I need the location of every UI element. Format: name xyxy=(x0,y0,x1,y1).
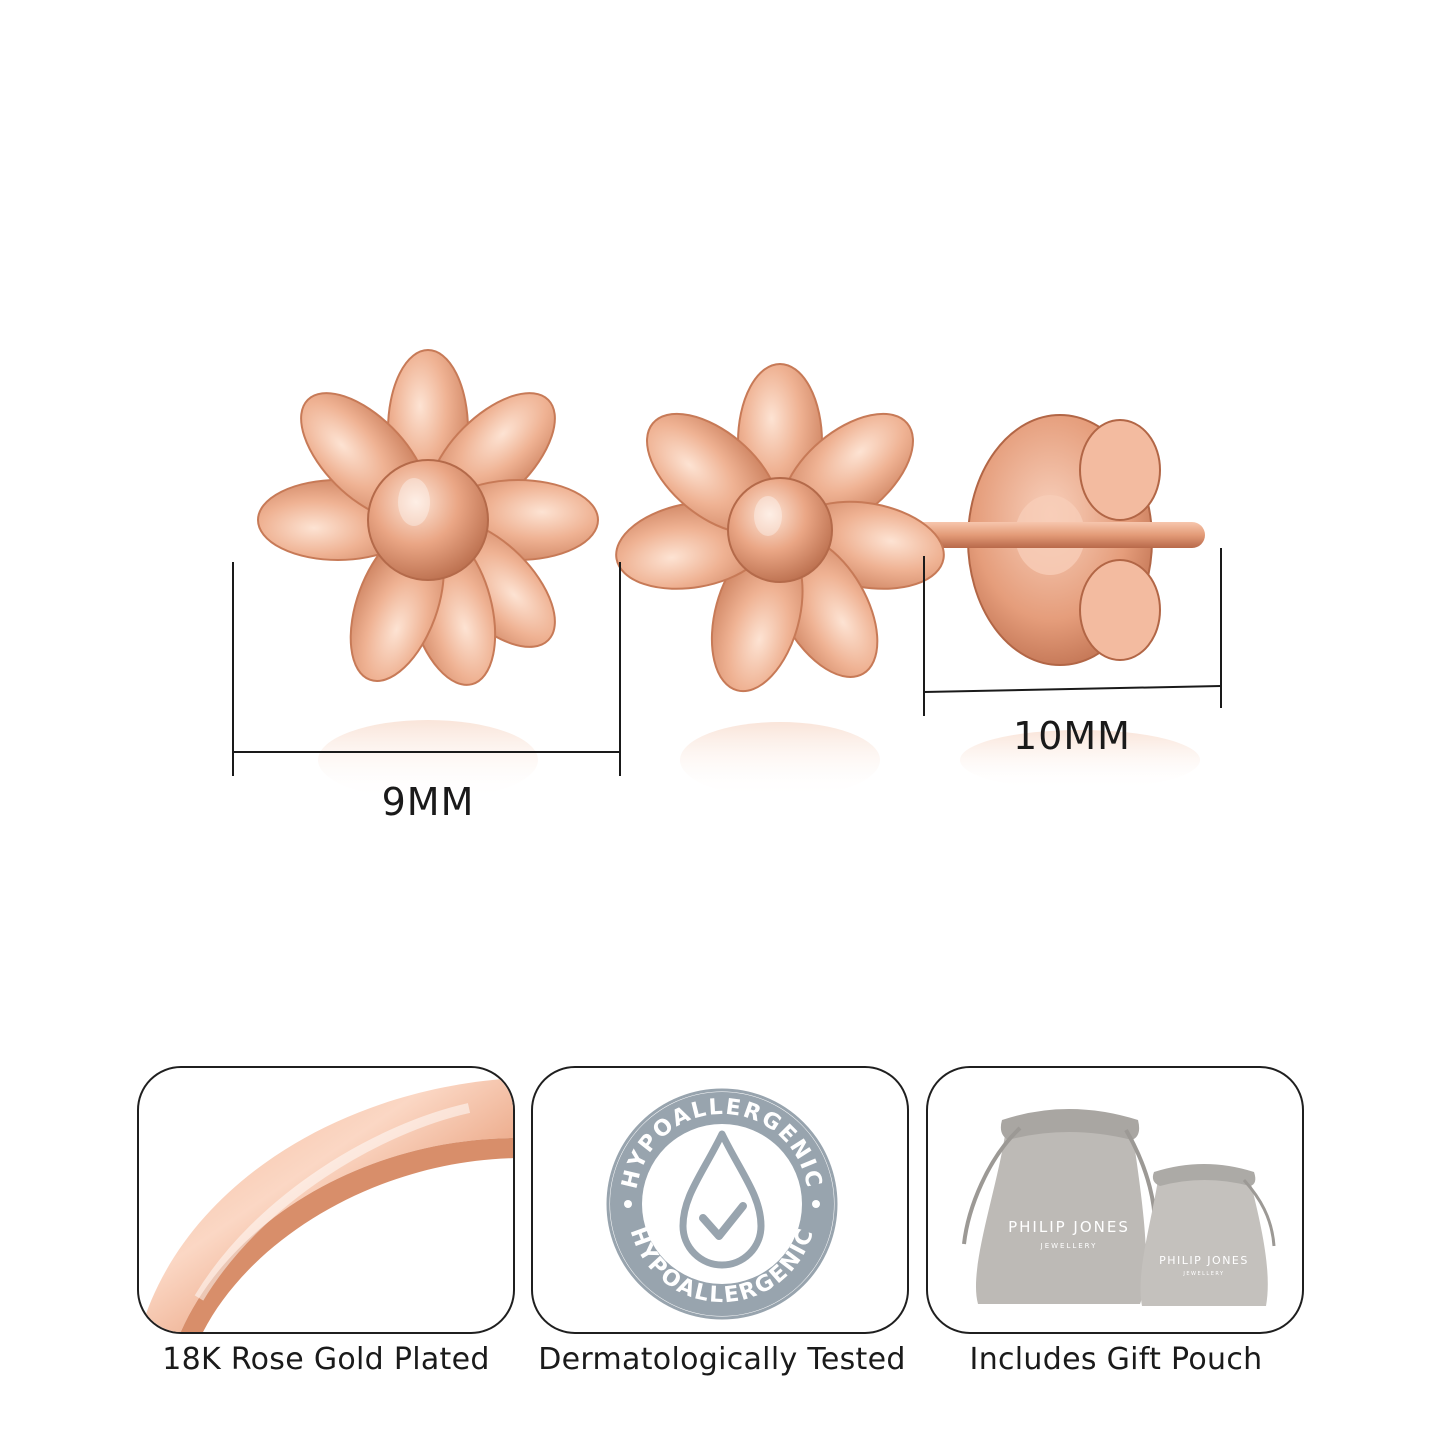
feature-caption-dermatologically-tested: Dermatologically Tested xyxy=(538,1342,906,1377)
brand-large: PHILIP JONES xyxy=(1008,1218,1130,1236)
brand-sub-small: JEWELLERY xyxy=(1182,1271,1224,1277)
length-dimension-line xyxy=(923,548,1222,716)
feature-card-rose-gold xyxy=(137,1066,515,1334)
brand-small: PHILIP JONES xyxy=(1159,1254,1249,1267)
product-image xyxy=(232,349,1222,800)
feature-card-hypoallergenic: HYPOALLERGENIC HYPOALLERGENIC xyxy=(531,1066,909,1334)
gift-pouch-icon: PHILIP JONES JEWELLERY PHILIP JONES JEWE… xyxy=(962,1109,1276,1306)
hypoallergenic-badge-icon: HYPOALLERGENIC HYPOALLERGENIC xyxy=(606,1088,838,1320)
brand-sub-large: JEWELLERY xyxy=(1040,1242,1098,1250)
width-dimension-label: 9MM xyxy=(381,780,475,824)
front-daisy-earring xyxy=(257,349,599,686)
side-daisy-earring xyxy=(615,363,1205,693)
width-dimension-line xyxy=(232,562,621,776)
rose-gold-band-icon xyxy=(140,1078,513,1332)
length-dimension-label: 10MM xyxy=(1013,714,1131,758)
feature-caption-rose-gold: 18K Rose Gold Plated xyxy=(162,1342,490,1377)
feature-card-gift-pouch: PHILIP JONES JEWELLERY PHILIP JONES JEWE… xyxy=(926,1066,1304,1334)
feature-caption-gift-pouch: Includes Gift Pouch xyxy=(969,1342,1263,1377)
